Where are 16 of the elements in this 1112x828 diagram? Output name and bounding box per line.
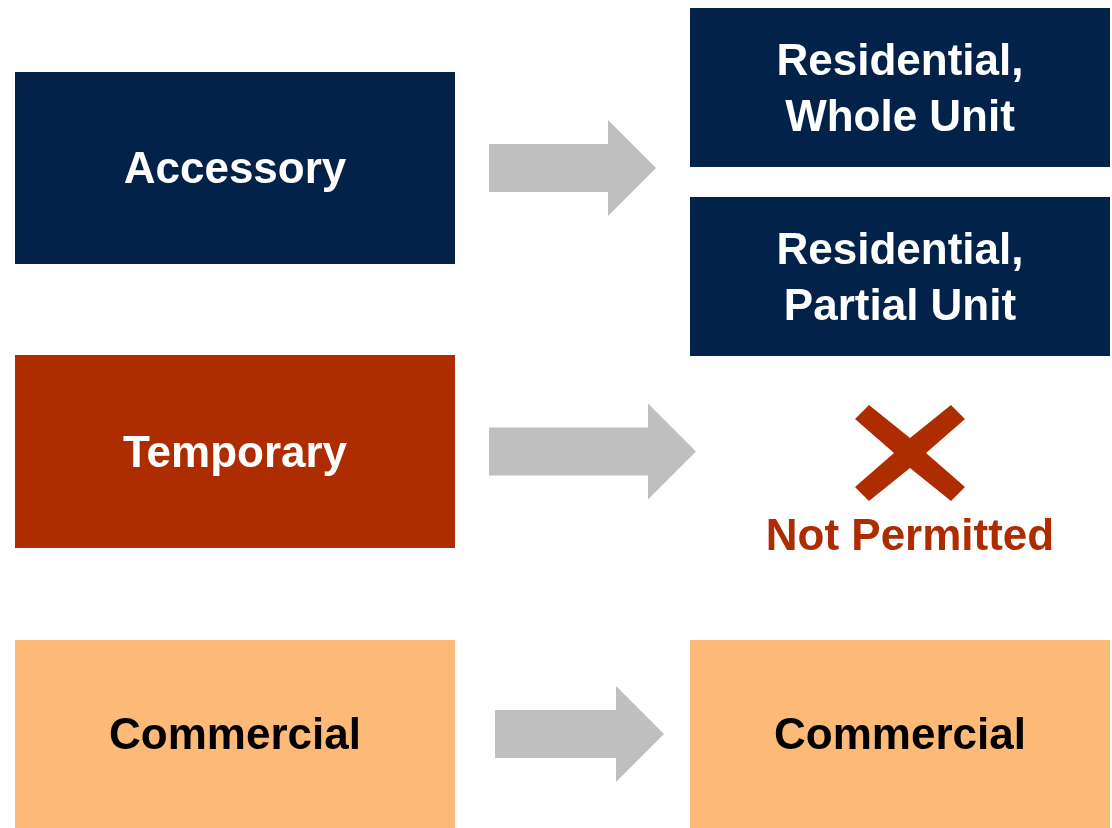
outcome-box [690, 197, 1110, 356]
box-label: Commercial [109, 708, 361, 761]
outcome-box [690, 640, 1110, 828]
box-label: Commercial [774, 708, 1026, 761]
outcome-box [690, 8, 1110, 167]
box-label: Temporary [122, 425, 348, 478]
box-label: Residential, Whole Unit [775, 33, 1025, 142]
block-arrow [489, 403, 696, 500]
category-box [15, 640, 455, 828]
box-label: Residential, Partial Unit [775, 222, 1025, 331]
block-arrow [495, 686, 664, 782]
status-label: Not Permitted [765, 509, 1055, 561]
block-arrow [489, 120, 656, 216]
category-box [15, 355, 455, 548]
category-box [15, 72, 455, 264]
box-label: Accessory [123, 142, 347, 195]
